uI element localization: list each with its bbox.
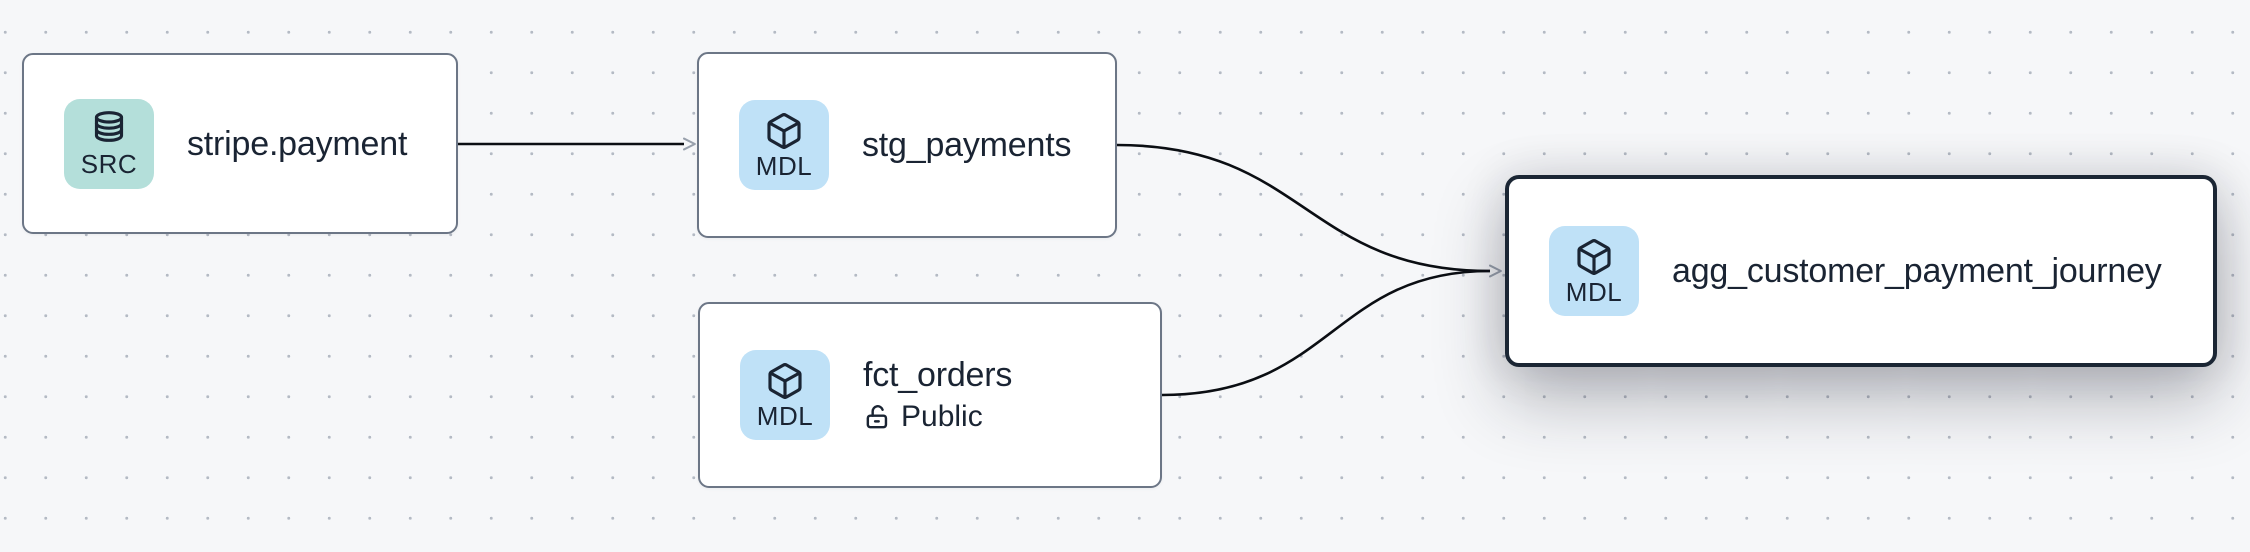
node-agg-customer-payment-journey[interactable]: MDL agg_customer_payment_journey: [1505, 175, 2217, 367]
node-title: stripe.payment: [187, 124, 408, 163]
model-type-badge: MDL: [740, 350, 830, 440]
lock-open-icon: [866, 404, 888, 428]
node-title: agg_customer_payment_journey: [1672, 252, 2162, 290]
cube-icon: [767, 112, 801, 149]
node-stripe-payment[interactable]: SRC stripe.payment: [22, 53, 458, 234]
edge-fct-orders-to-agg-customer-payment-journey[interactable]: [1161, 269, 1491, 397]
model-type-badge: MDL: [739, 100, 829, 190]
edge-stg-payments-to-agg-customer-payment-journey[interactable]: [1116, 143, 1502, 278]
badge-label: MDL: [756, 400, 814, 431]
cube-icon: [1577, 238, 1611, 275]
badge-label: MDL: [755, 150, 813, 181]
source-type-badge: SRC: [64, 98, 154, 189]
badge-label: SRC: [80, 149, 138, 179]
access-label: Public: [901, 400, 983, 433]
cube-icon: [768, 362, 802, 399]
node-title: stg_payments: [862, 126, 1072, 164]
node-fct-orders[interactable]: MDL fct_orders Public: [698, 302, 1162, 488]
model-type-badge: MDL: [1549, 226, 1639, 316]
database-icon: [94, 111, 124, 142]
node-stg-payments[interactable]: MDL stg_payments: [697, 52, 1117, 238]
node-title: fct_orders: [863, 356, 1013, 394]
badge-label: MDL: [1565, 276, 1623, 307]
access-badge: Public: [863, 397, 1012, 437]
